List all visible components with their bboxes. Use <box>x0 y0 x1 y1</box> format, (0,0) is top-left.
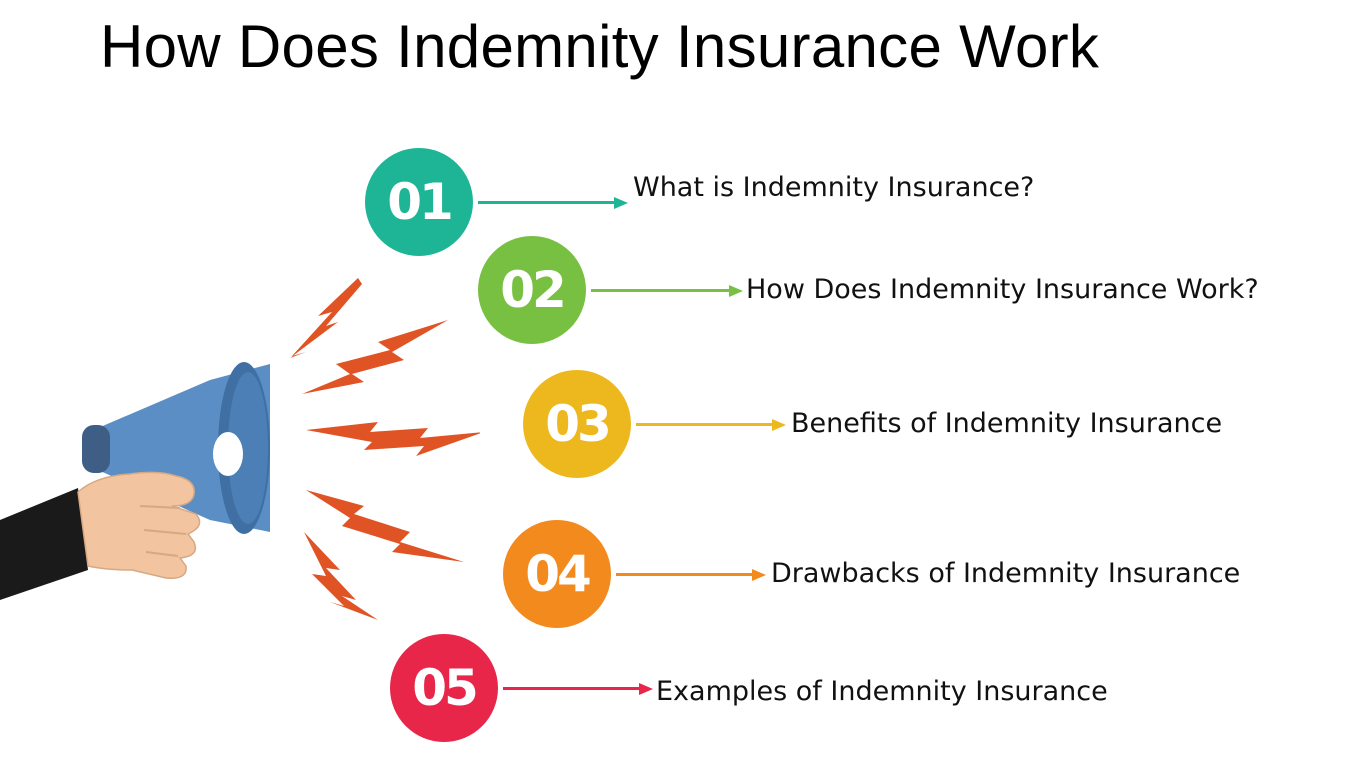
step-03: 03 Benefits of Indemnity Insurance <box>523 370 1350 480</box>
arm-sleeve <box>0 488 88 600</box>
step-label: What is Indemnity Insurance? <box>633 172 1035 203</box>
page-title: How Does Indemnity Insurance Work <box>100 13 1100 80</box>
lightning-bolt-icon <box>290 278 362 358</box>
step-label: Examples of Indemnity Insurance <box>656 676 1108 707</box>
arrow-icon <box>636 419 786 431</box>
arrow-icon <box>478 197 628 209</box>
step-number-circle: 03 <box>523 370 631 478</box>
arrow-icon <box>503 683 653 695</box>
step-02: 02 How Does Indemnity Insurance Work? <box>478 236 1350 346</box>
step-number-circle: 05 <box>390 634 498 742</box>
step-label: How Does Indemnity Insurance Work? <box>746 274 1259 305</box>
lightning-bolt-icon <box>302 320 448 394</box>
megaphone-icon <box>0 278 480 620</box>
step-04: 04 Drawbacks of Indemnity Insurance <box>503 520 1350 630</box>
hand <box>77 471 201 579</box>
lightning-bolt-icon <box>306 422 480 456</box>
step-number-circle: 02 <box>478 236 586 344</box>
lightning-bolt-icon <box>306 490 464 562</box>
step-number-circle: 04 <box>503 520 611 628</box>
megaphone-back <box>82 425 110 473</box>
arrow-icon <box>591 285 743 297</box>
step-05: 05 Examples of Indemnity Insurance <box>390 634 1290 744</box>
step-01: 01 What is Indemnity Insurance? <box>365 148 1265 258</box>
lightning-bolt-icon <box>304 532 378 620</box>
step-label: Drawbacks of Indemnity Insurance <box>771 558 1241 589</box>
megaphone-speaker <box>213 432 243 476</box>
step-number-circle: 01 <box>365 148 473 256</box>
arrow-icon <box>616 569 766 581</box>
step-label: Benefits of Indemnity Insurance <box>791 408 1223 439</box>
